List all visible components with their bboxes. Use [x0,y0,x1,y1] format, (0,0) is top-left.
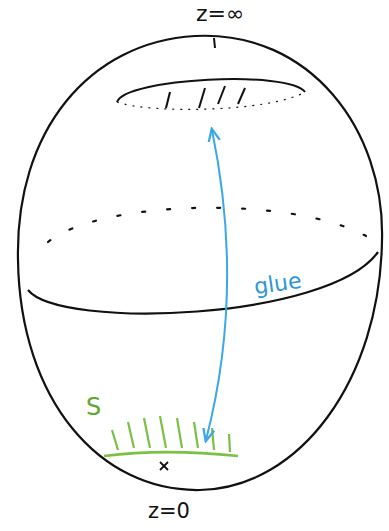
hatch-line [177,418,182,448]
hatch-line [166,92,170,108]
hatch-line [112,430,118,450]
region-hatching [112,416,230,452]
equator-front [28,252,378,314]
hatch-line [194,422,198,448]
hole-hatching [166,86,245,108]
pole-tick [214,38,215,48]
region-boundary [104,452,238,456]
hatch-line [160,416,166,448]
point-mark [160,462,168,470]
glue-label: glue [253,269,303,300]
glue-arrow [206,130,227,440]
mark-stroke [160,462,168,470]
hole-rim-back [117,92,305,109]
region-label: S [86,394,101,420]
sphere-outline [18,36,382,490]
hatch-line [128,422,134,448]
mark-stroke [160,462,168,470]
hatch-line [238,88,245,104]
hatch-line [199,88,205,108]
pole-label: z=0 [148,500,190,523]
hole-rim [117,79,305,102]
pole-label: z=∞ [196,2,244,26]
hatch-line [144,418,150,448]
hatch-line [218,86,225,104]
hatch-line [229,434,230,452]
hatch-line [212,428,214,450]
equator-back [48,208,366,242]
